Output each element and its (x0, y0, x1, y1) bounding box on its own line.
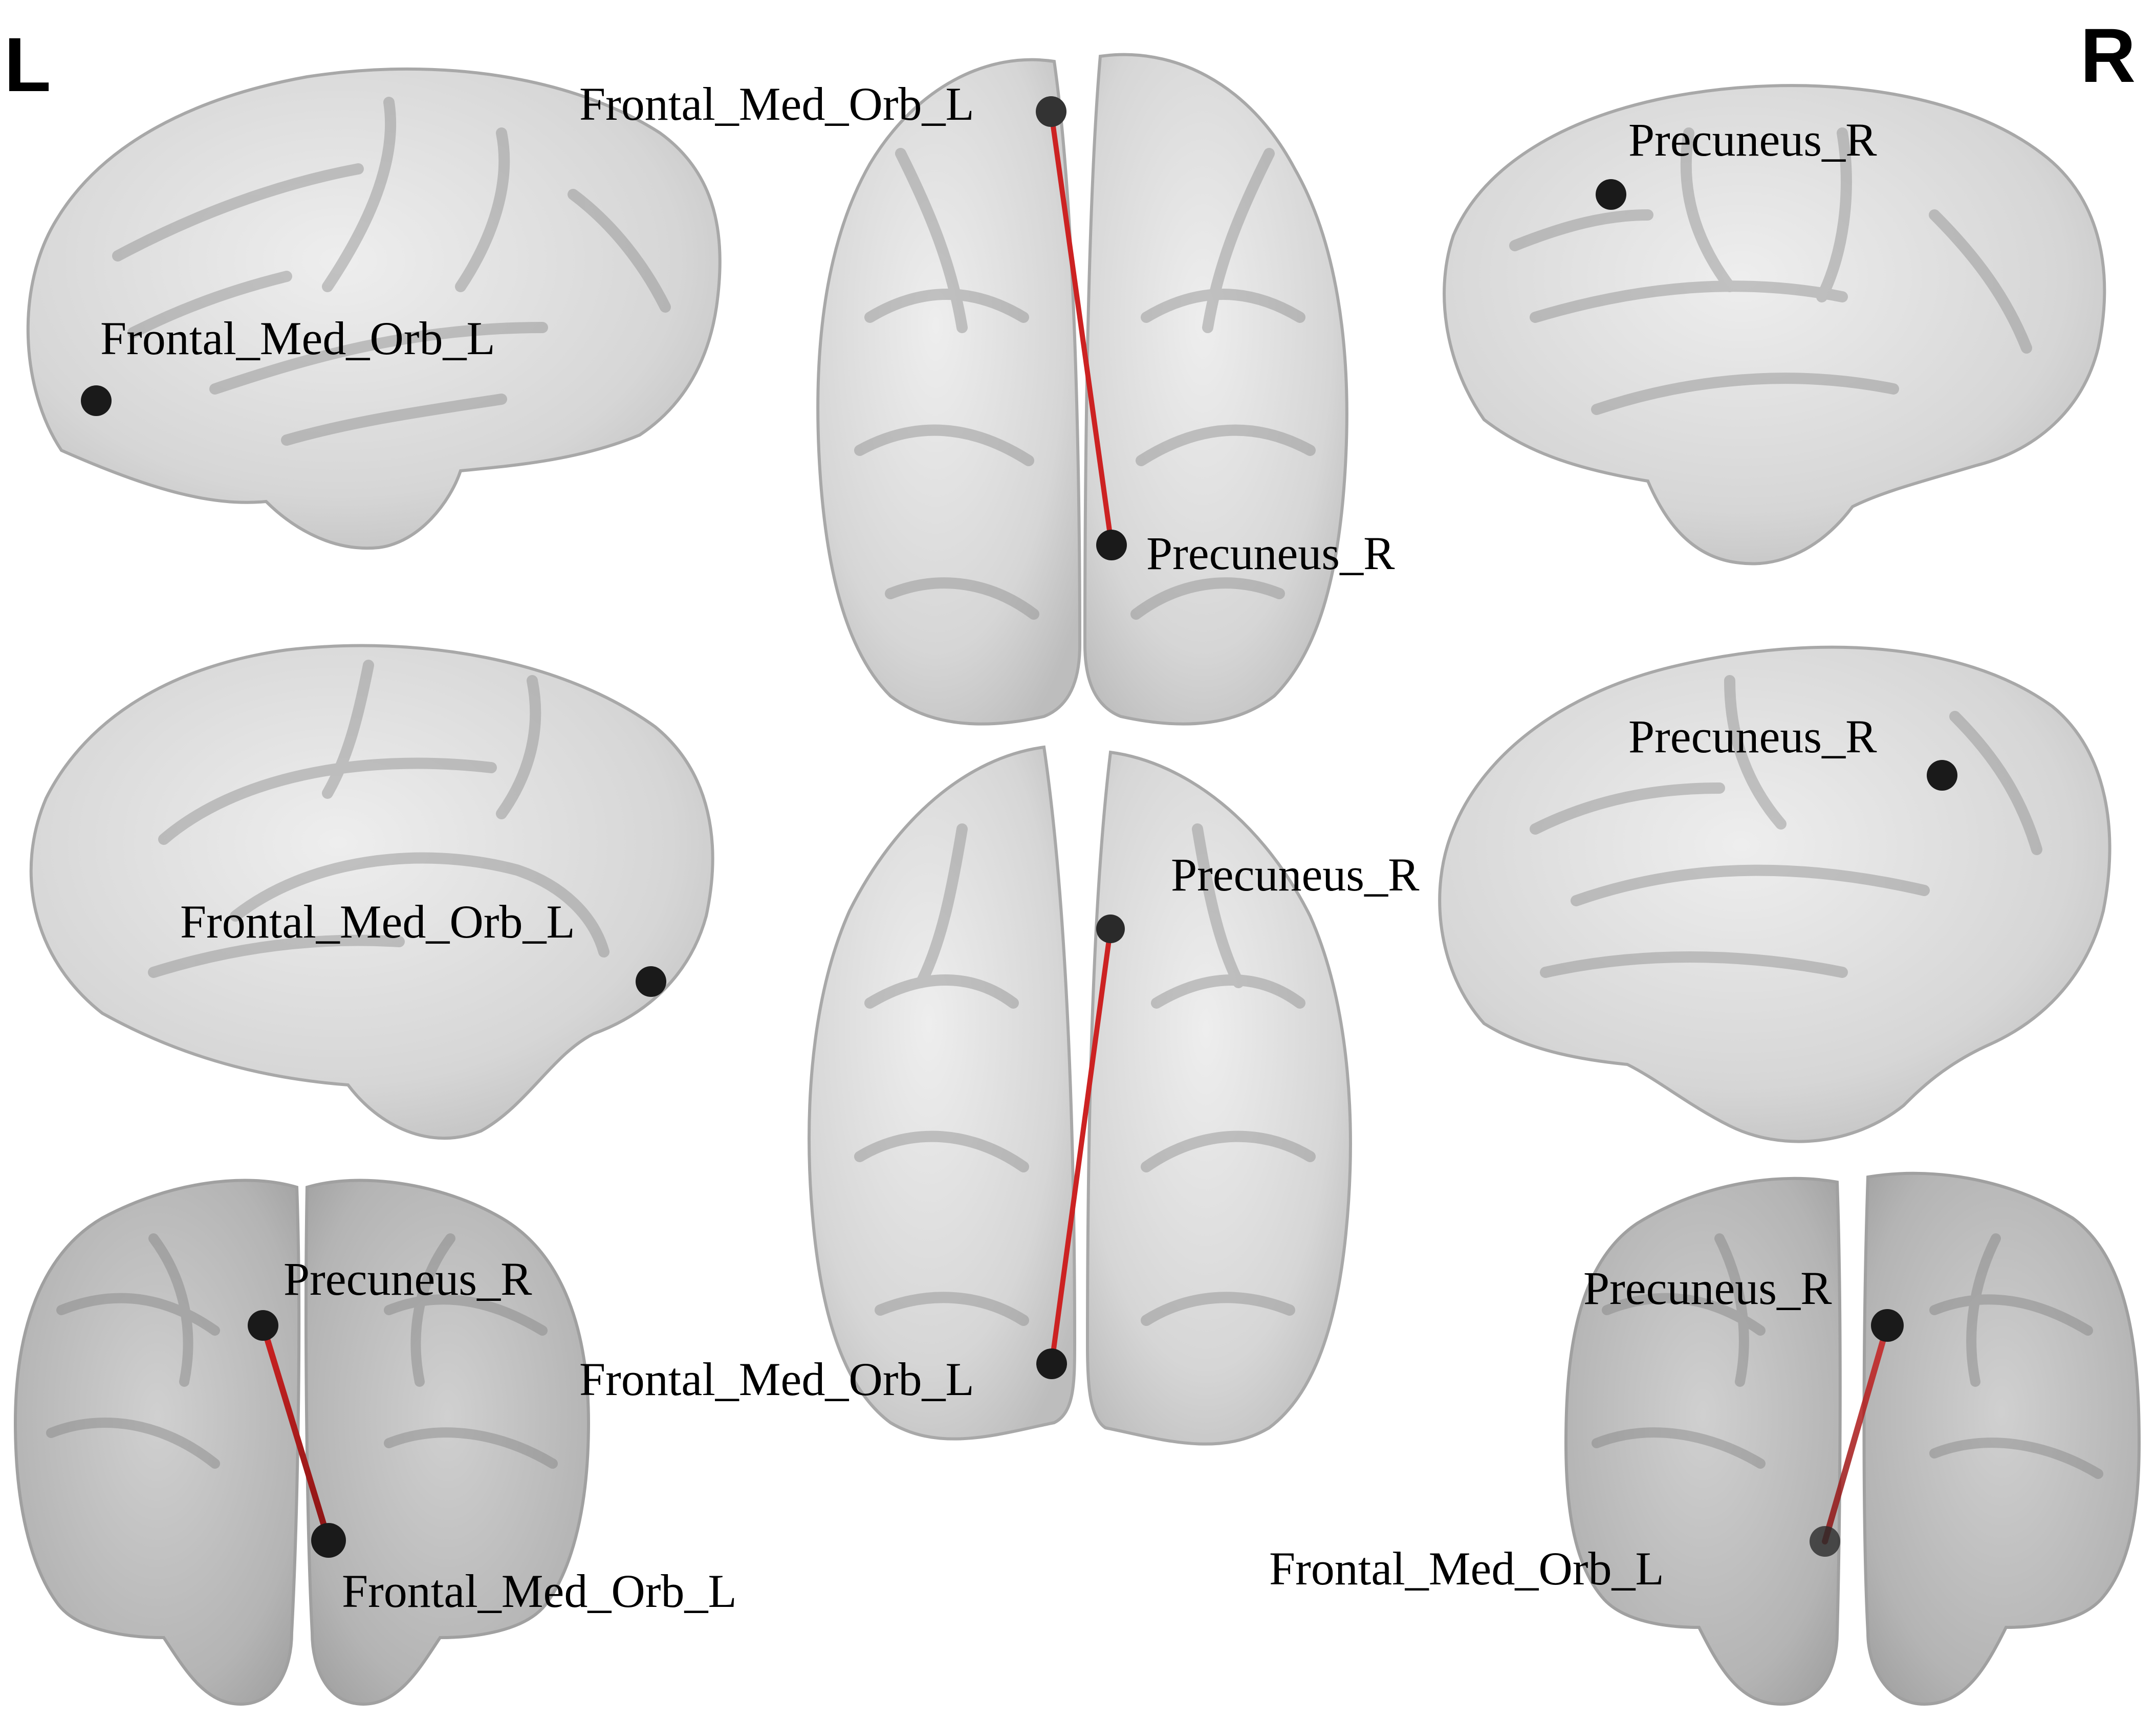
sulci-anterior (46, 1233, 558, 1469)
view-left-medial (29, 644, 714, 1140)
node-frontal-ventral (1036, 1348, 1067, 1379)
label-precuneus-anterior: Precuneus_R (284, 1253, 532, 1305)
label-frontal-left-medial: Frontal_Med_Orb_L (180, 896, 575, 948)
sulci-right-medial (1530, 675, 2042, 978)
node-frontal-left-medial (636, 966, 666, 997)
node-precuneus-dorsal (1096, 530, 1127, 560)
view-left-lateral (26, 67, 722, 550)
sulci-ventral (854, 823, 1316, 1326)
label-frontal-posterior: Frontal_Med_Orb_L (1269, 1542, 1664, 1595)
brain-dorsal-left-hemisphere (816, 58, 1082, 726)
connection-edge-dorsal (1049, 109, 1114, 548)
node-precuneus-ventral (1096, 915, 1125, 943)
view-anterior (13, 1179, 591, 1706)
sulci-right-lateral (1509, 127, 2032, 415)
brain-ventral-left-hemisphere (808, 745, 1077, 1441)
brain-anterior-right-hemisphere (304, 1179, 591, 1706)
node-precuneus-anterior (248, 1310, 278, 1341)
brain-posterior-right-hemisphere (1862, 1171, 2141, 1706)
view-dorsal (816, 53, 1348, 726)
brain-ventral-right-hemisphere (1085, 750, 1352, 1446)
label-precuneus-posterior: Precuneus_R (1583, 1262, 1832, 1314)
left-side-marker: L (4, 21, 51, 107)
sulci-dorsal (854, 148, 1316, 620)
right-side-marker: R (2080, 12, 2136, 98)
node-frontal-left-lateral (81, 385, 112, 416)
brain-left-medial (29, 644, 714, 1140)
node-frontal-posterior (1810, 1526, 1840, 1557)
connection-edge-ventral (1049, 926, 1113, 1366)
brain-left-lateral (26, 67, 722, 550)
label-precuneus-right-medial: Precuneus_R (1628, 710, 1877, 763)
label-frontal-ventral: Frontal_Med_Orb_L (579, 1353, 974, 1405)
label-frontal-anterior: Frontal_Med_Orb_L (342, 1565, 737, 1617)
node-precuneus-right-medial (1927, 760, 1957, 791)
connection-edge-anterior (260, 1322, 332, 1543)
view-ventral (808, 745, 1352, 1446)
connection-edge-posterior (1822, 1322, 1890, 1544)
sulci-left-lateral (112, 97, 671, 446)
label-frontal-left-lateral: Frontal_Med_Orb_L (100, 312, 495, 364)
sulci-left-medial (148, 660, 609, 978)
label-frontal-dorsal: Frontal_Med_Orb_L (579, 78, 974, 130)
brain-posterior-left-hemisphere (1564, 1177, 1842, 1706)
sulci-posterior (1592, 1233, 2103, 1479)
label-precuneus-right-lateral: Precuneus_R (1628, 114, 1877, 166)
brain-anterior-left-hemisphere (13, 1179, 301, 1706)
node-frontal-anterior (311, 1523, 346, 1558)
brain-dorsal-right-hemisphere (1083, 53, 1348, 726)
node-frontal-dorsal (1036, 96, 1066, 127)
view-posterior (1564, 1171, 2141, 1706)
label-precuneus-dorsal: Precuneus_R (1146, 527, 1395, 579)
node-precuneus-right-lateral (1596, 179, 1626, 210)
label-precuneus-ventral: Precuneus_R (1171, 848, 1420, 901)
node-precuneus-posterior (1871, 1309, 1904, 1342)
